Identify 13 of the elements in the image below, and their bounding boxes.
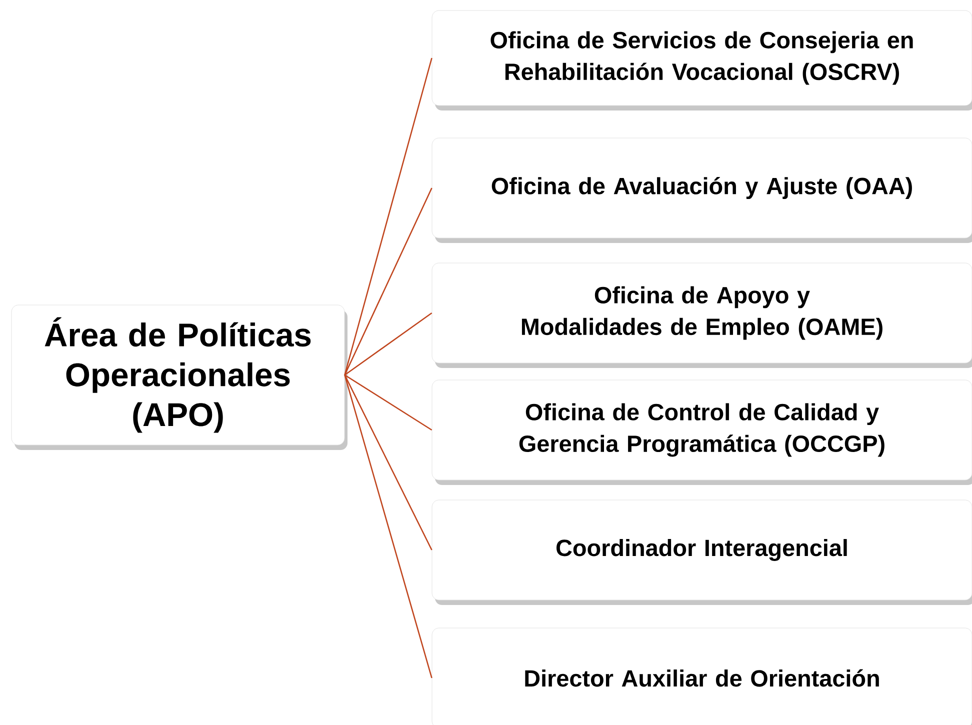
office-box: Oficina de Avaluación y Ajuste (OAA) [432, 138, 972, 243]
office-box: Oficina de Control de Calidad y Gerencia Programática (OCCGP) [432, 380, 972, 485]
connector-line [344, 312, 432, 376]
connector-line [344, 188, 432, 376]
connector-line [344, 58, 432, 376]
office-box: Oficina de Apoyo y Modalidades de Empleo (OAME) [432, 262, 972, 368]
office-box: Coordinador Interagencial [432, 500, 972, 605]
connector-line [344, 374, 432, 431]
connector-line [344, 374, 432, 678]
office-box: Oficina de Servicios de Consejeria en Rehabilitación Vocacional (OSCRV) [432, 10, 972, 110]
title-box: Área de Políticas Operacionales (APO) [11, 304, 348, 450]
office-box: Director Auxiliar de Orientación [432, 628, 972, 725]
connector-line [344, 374, 432, 550]
